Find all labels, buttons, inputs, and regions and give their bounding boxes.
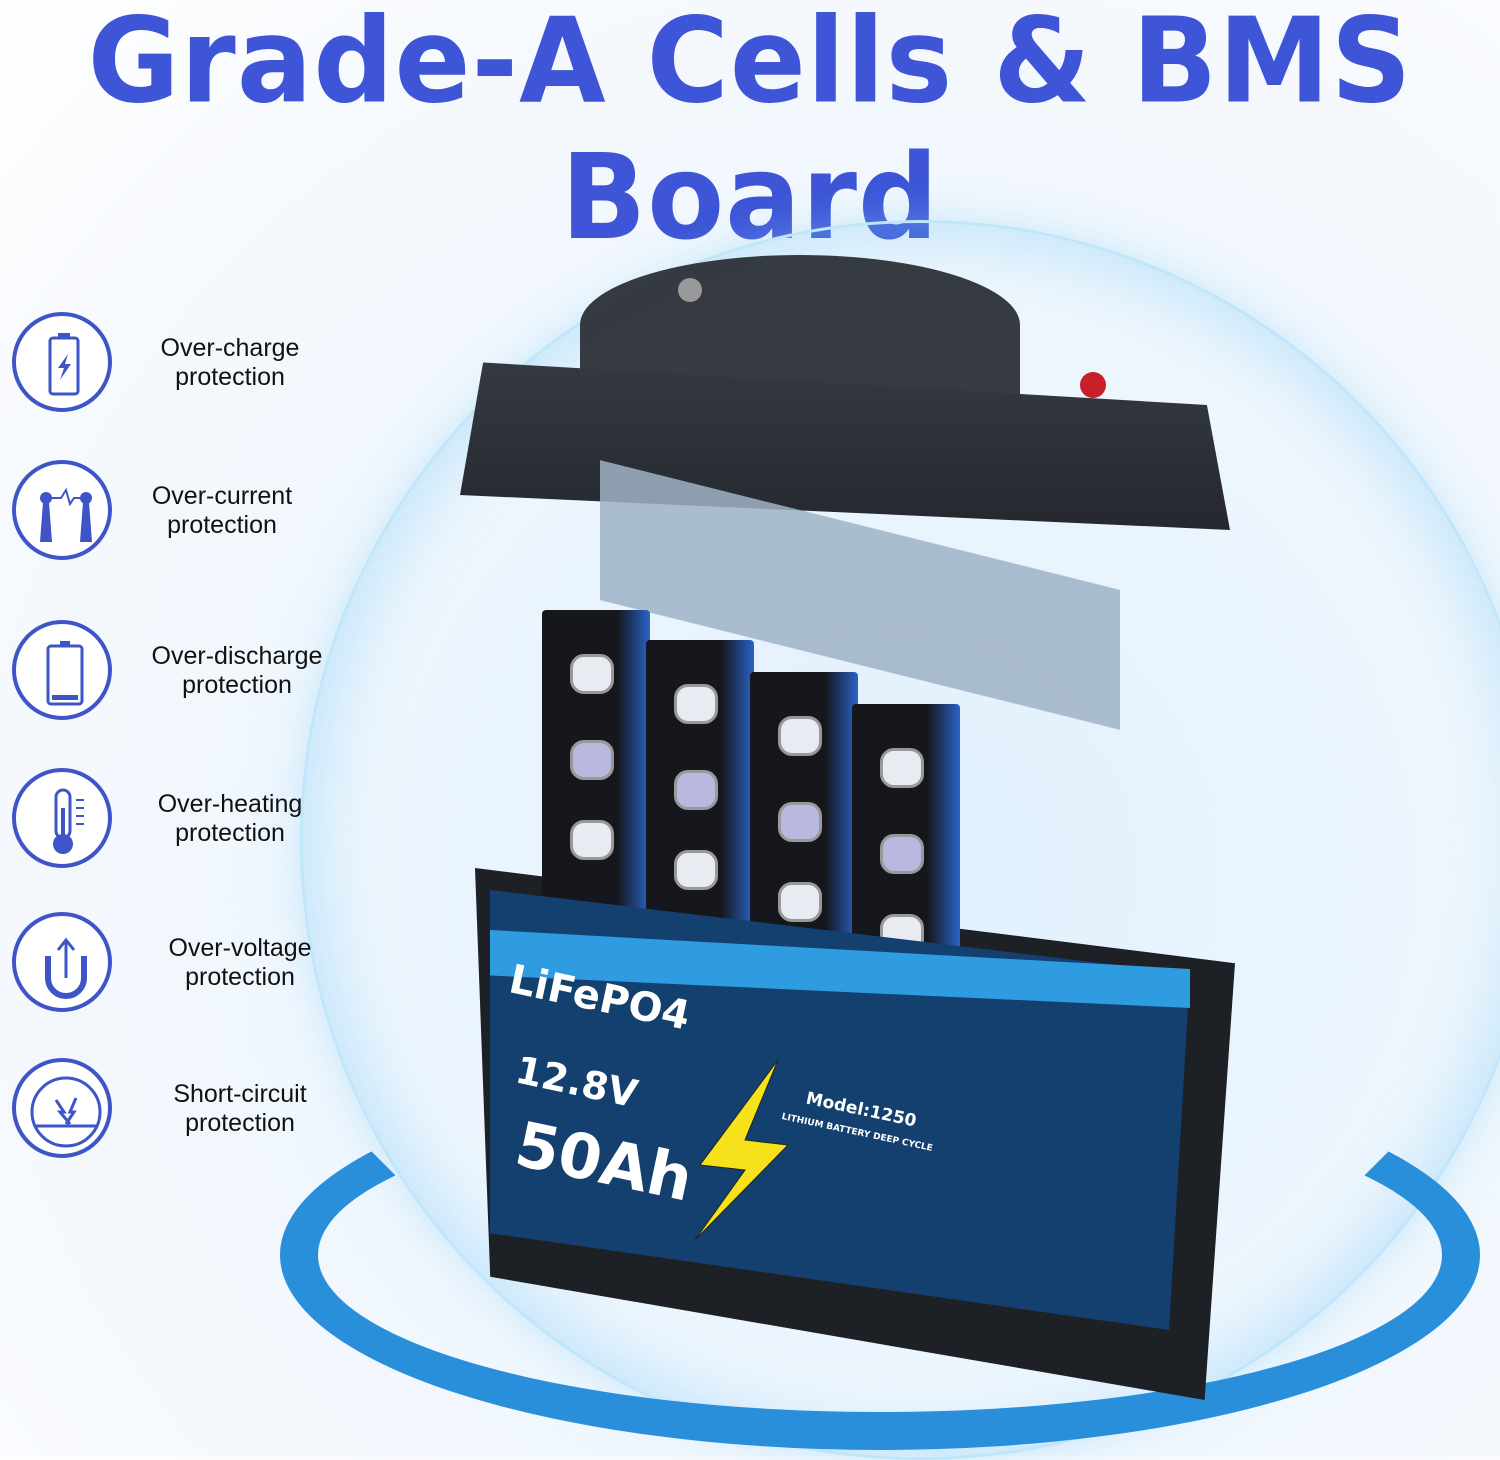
feature-label: Over-heating — [157, 790, 303, 818]
feature-label: Over-discharge — [151, 642, 323, 670]
page-title: Grade-A Cells & BMS Board — [87, 0, 1413, 267]
lightning-bolt-icon — [694, 1059, 790, 1241]
feature-label: protection — [185, 1109, 295, 1137]
short-circuit-icon — [12, 1058, 112, 1158]
battery-low-icon — [12, 620, 112, 720]
feature-label: protection — [182, 671, 292, 699]
negative-terminal — [678, 278, 702, 302]
broken-circuit-icon — [12, 460, 112, 560]
feature-label: protection — [167, 511, 277, 539]
thermometer-icon — [12, 768, 112, 868]
feature-label: Over-current — [151, 482, 293, 510]
feature-label: protection — [185, 963, 295, 991]
feature-label: Over-voltage — [168, 934, 312, 962]
feature-label: protection — [175, 363, 285, 391]
voltage-arrow-icon — [12, 912, 112, 1012]
feature-label: Over-charge — [160, 334, 300, 362]
positive-terminal — [1080, 372, 1106, 398]
feature-label: protection — [175, 819, 285, 847]
battery-charge-icon — [12, 312, 112, 412]
battery-handle — [580, 255, 1020, 395]
feature-label: Short-circuit — [173, 1080, 307, 1108]
